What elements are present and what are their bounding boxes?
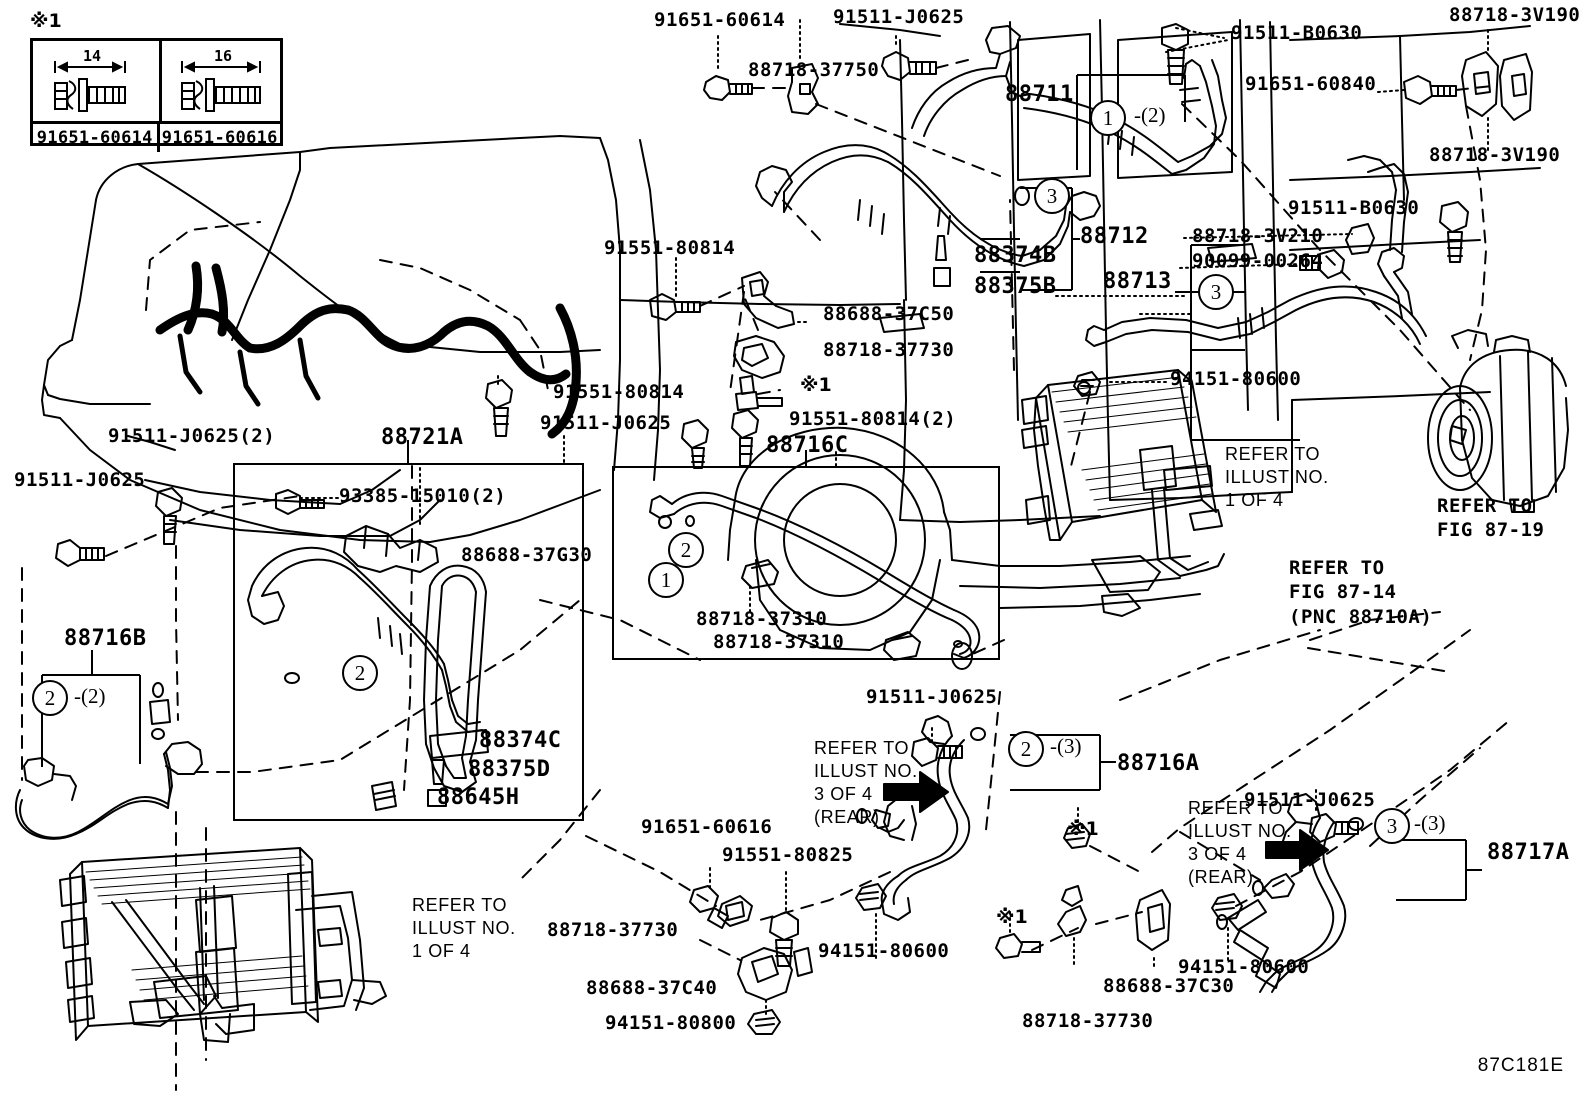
label-88713: 88713	[1103, 269, 1172, 294]
marker-star-a: ※1	[800, 374, 832, 396]
label-88718-3V190-bot: 88718-3V190	[1429, 144, 1561, 166]
label-88374C: 88374C	[479, 728, 562, 753]
label-91511-B0630-top: 91511-B0630	[1231, 22, 1363, 44]
label-91551-80814-2: 91551-80814(2)	[789, 408, 957, 430]
callout-3-88717A: 3	[1374, 808, 1410, 844]
legend-dim-2: 16	[214, 47, 233, 65]
label-88721A: 88721A	[381, 425, 464, 450]
label-94151-80600-b: 94151-80600	[818, 940, 950, 962]
label-88718-37730-bl: 88718-37730	[547, 919, 679, 941]
label-88717A: 88717A	[1487, 840, 1570, 865]
label-91651-60840: 91651-60840	[1245, 73, 1377, 95]
label-93385-15010: 93385-15010(2)	[339, 485, 507, 507]
legend-cell-2: 16	[159, 41, 288, 121]
callout-2-88716A: 2	[1008, 731, 1044, 767]
condenser-lower	[59, 847, 387, 1043]
label-88688-37G30: 88688-37G30	[461, 544, 593, 566]
label-94151-80800: 94151-80800	[605, 1012, 737, 1034]
label-91511-J0625-2: 91511-J0625(2)	[108, 425, 276, 447]
callout-1-88716C: 1	[648, 562, 684, 598]
bolt-length-legend: 14 16	[30, 38, 283, 152]
label-94151-80600-c: 94151-80600	[1178, 956, 1310, 978]
group-box-88716C	[612, 466, 1000, 660]
label-91511-J0625-top: 91511-J0625	[833, 6, 965, 28]
label-91511-B0630-mid: 91511-B0630	[1288, 197, 1420, 219]
figure-id: 87C181E	[1477, 1055, 1564, 1076]
refer-block-illust-1of4-right: REFER TO ILLUST NO. 1 OF 4	[1225, 444, 1329, 511]
label-88712: 88712	[1080, 224, 1149, 249]
legend-cell-1: 14	[33, 41, 159, 121]
callout-3-88713: 3	[1198, 274, 1234, 310]
callout-3-88712: 3	[1034, 178, 1070, 214]
callout-2-88716B-qty: -(2)	[74, 684, 106, 708]
label-88645H: 88645H	[437, 785, 520, 810]
compressor	[1427, 329, 1569, 513]
label-91511-J0625-f: 91511-J0625	[1244, 789, 1376, 811]
callout-3-88717A-qty: -(3)	[1414, 811, 1446, 835]
callout-1-88711: 1	[1090, 100, 1126, 136]
refer-block-illust-3of4-center: REFER TO ILLUST NO. 3 OF 4 (REAR)	[814, 738, 918, 828]
label-91511-J0625-e: 91511-J0625	[866, 686, 998, 708]
label-88688-37C40: 88688-37C40	[586, 977, 718, 999]
label-88718-3V190-top: 88718-3V190	[1449, 4, 1581, 26]
label-91551-80814-b: 91551-80814	[553, 381, 685, 403]
label-88688-37C30: 88688-37C30	[1103, 975, 1235, 997]
label-90099-00264: 90099-00264	[1192, 250, 1324, 272]
refer-block-illust-1of4-left: REFER TO ILLUST NO. 1 OF 4	[412, 895, 516, 962]
label-91651-60616-bot: 91651-60616	[641, 816, 773, 838]
group-box-88721A	[233, 463, 584, 821]
label-88716B: 88716B	[64, 626, 147, 651]
bolt-16mm-icon	[181, 61, 261, 112]
label-88718-37310-a: 88718-37310	[696, 608, 828, 630]
callout-2-88716B: 2	[32, 680, 68, 716]
callout-2-88721A: 2	[342, 655, 378, 691]
label-88375B: 88375B	[974, 274, 1057, 299]
refer-block-illust-3of4-right: REFER TO ILLUST NO. 3 OF 4 (REAR)	[1188, 798, 1292, 888]
label-88718-37310-b: 88718-37310	[713, 631, 845, 653]
label-91651-60614: 91651-60614	[654, 9, 786, 31]
label-91511-J0625-d: 91511-J0625	[14, 469, 146, 491]
label-88718-37750: 88718-37750	[748, 59, 880, 81]
callout-2-88716A-qty: -(3)	[1050, 734, 1082, 758]
label-88718-3V210: 88718-3V210	[1192, 225, 1324, 247]
label-91511-J0625-c: 91511-J0625	[540, 412, 672, 434]
label-88716C: 88716C	[766, 433, 849, 458]
legend-dim-1: 14	[83, 47, 102, 65]
legend-partnum-2: 91651-60616	[156, 124, 281, 152]
refer-block-fig-87-14: REFER TO FIG 87-14 (PNC 88710A)	[1289, 557, 1433, 628]
label-88718-37730-br: 88718-37730	[1022, 1010, 1154, 1032]
label-91551-80814-a: 91551-80814	[604, 237, 736, 259]
label-88718-37730-mid: 88718-37730	[823, 339, 955, 361]
label-88688-37C50: 88688-37C50	[823, 303, 955, 325]
legend-partnum-1: 91651-60614	[36, 128, 153, 148]
refer-block-fig-87-19: REFER TO FIG 87-19	[1437, 495, 1545, 542]
label-88716A: 88716A	[1117, 751, 1200, 776]
legend-marker: ※1	[30, 10, 62, 32]
callout-2-88716C: 2	[668, 532, 704, 568]
label-88375D: 88375D	[468, 757, 551, 782]
label-88374B: 88374B	[974, 243, 1057, 268]
marker-star-c: ※1	[996, 906, 1028, 928]
label-94151-80600-a: 94151-80600	[1170, 368, 1302, 390]
bolt-14mm-icon	[54, 61, 126, 112]
condenser-upper	[1021, 369, 1225, 617]
callout-1-88711-qty: -(2)	[1134, 103, 1166, 127]
label-88711: 88711	[1005, 82, 1074, 107]
marker-star-b: ※1	[1067, 818, 1099, 840]
label-91551-80825: 91551-80825	[722, 844, 854, 866]
